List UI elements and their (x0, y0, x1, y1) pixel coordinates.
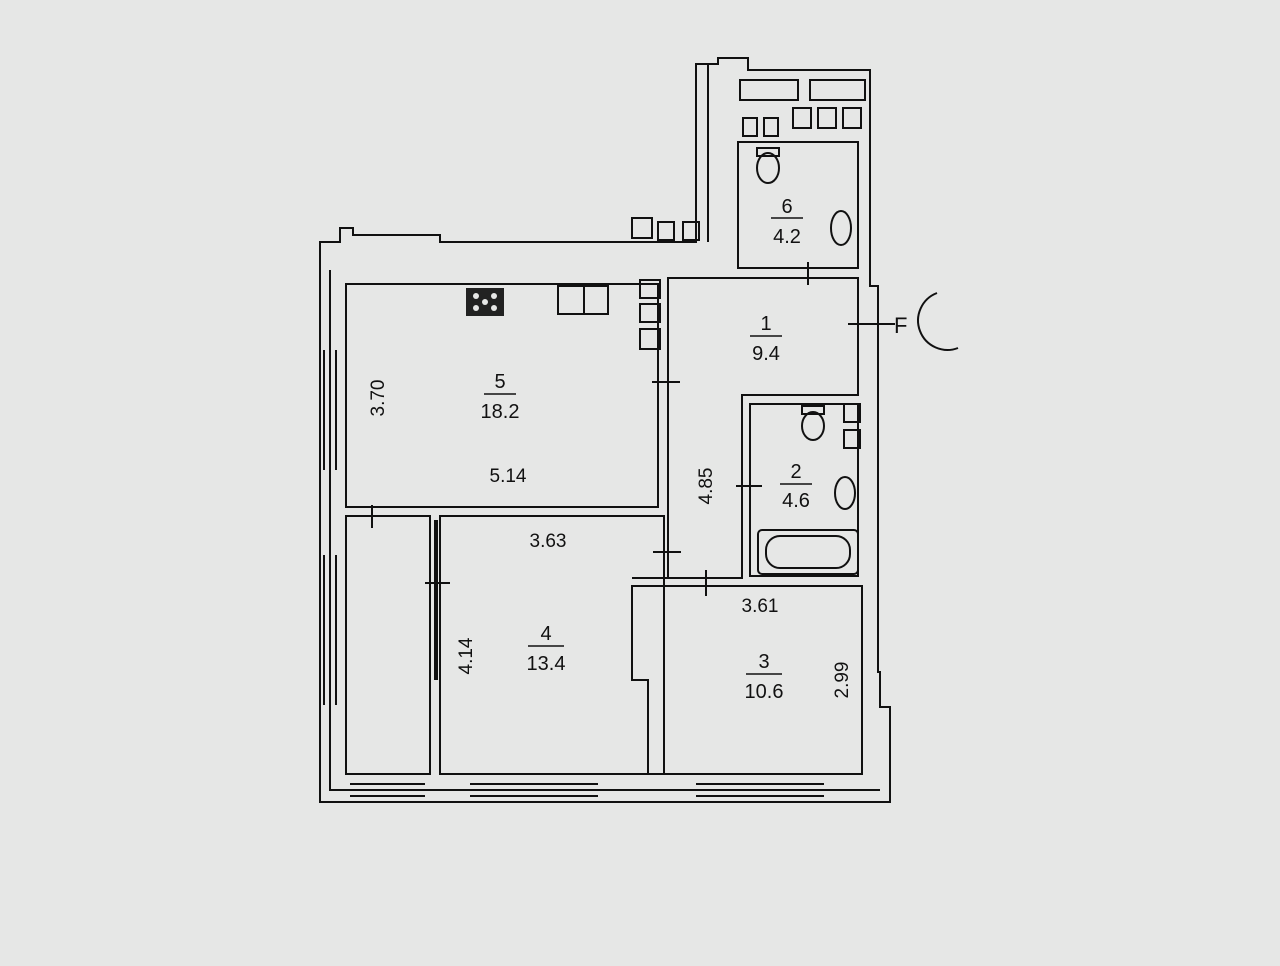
dim-room3-width: 3.61 (742, 596, 779, 617)
room-2-number: 2 (790, 461, 801, 483)
riser-arc-icon (917, 292, 959, 351)
outer-wall (319, 57, 891, 803)
toilet-room2-icon (801, 405, 825, 441)
dim-corridor-height: 4.85 (696, 468, 717, 505)
room-4-area: 13.4 (527, 653, 566, 675)
dim-room5-height: 3.70 (368, 380, 389, 417)
inner-wall (632, 516, 742, 579)
basin-room6-icon (830, 210, 852, 246)
vent-squares (631, 79, 866, 449)
window-bottom-balcony (350, 783, 425, 797)
room-3-number: 3 (758, 651, 769, 673)
basin-room2-icon (834, 476, 856, 510)
room-6-area: 4.2 (773, 226, 801, 248)
vent-block (695, 64, 709, 242)
room-3-area: 10.6 (745, 681, 784, 703)
room-4-number: 4 (540, 623, 551, 645)
room-6-outline (737, 141, 859, 269)
room-1-area: 9.4 (752, 343, 780, 365)
room-5-area: 18.2 (481, 401, 520, 423)
dim-room4-width: 3.63 (530, 531, 567, 552)
dim-room5-width: 5.14 (490, 466, 527, 487)
room-5-number: 5 (494, 371, 505, 393)
outer-wall-inner (329, 270, 880, 791)
room-2-outline (749, 403, 859, 577)
door-marks (371, 262, 895, 596)
window-bottom-room3 (696, 783, 824, 797)
kitchen-sink-icon (557, 285, 609, 315)
room-6-number: 6 (781, 196, 792, 218)
toilet-room6-icon (756, 147, 780, 184)
dim-room4-height: 4.14 (456, 637, 477, 674)
window-left-lower (323, 555, 337, 705)
riser-symbol: F (894, 313, 907, 338)
room-1-number: 1 (760, 313, 771, 335)
balcony-outline (345, 515, 431, 775)
window-bottom-room4 (470, 783, 598, 797)
room-2-area: 4.6 (782, 490, 810, 512)
room-5-outline (345, 283, 659, 508)
room-4-outline (439, 515, 665, 775)
window-left-upper (323, 350, 337, 470)
dim-room3-height: 2.99 (832, 662, 853, 699)
bathtub-icon (757, 529, 859, 575)
room-3-outline (631, 585, 863, 775)
